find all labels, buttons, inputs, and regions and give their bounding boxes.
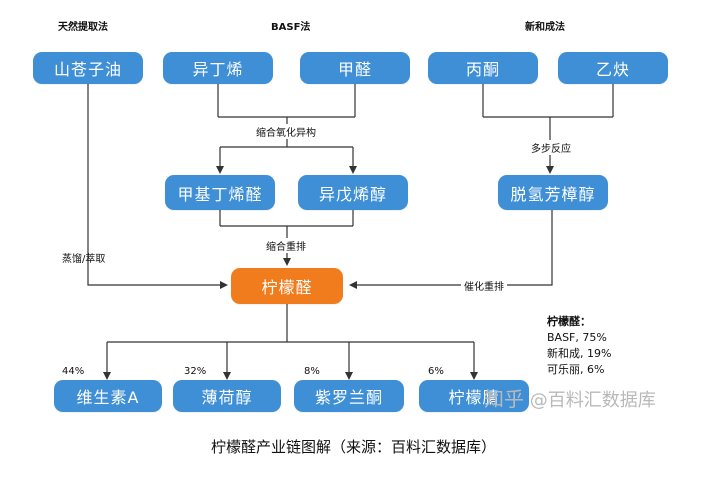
market-share-legend: 柠檬醛： BASF, 75% 新和成, 19% 可乐丽, 6%: [547, 314, 611, 378]
watermark-account: @百料汇数据库: [529, 390, 656, 411]
watermark-platform: 知乎: [484, 387, 524, 411]
watermark: 知乎 @百料汇数据库: [484, 383, 656, 412]
node-formaldehyde: 甲醛: [300, 52, 410, 84]
label-distillation-extraction: 蒸馏/萃取: [62, 254, 106, 265]
node-litsea-oil: 山苍子油: [33, 52, 143, 84]
figure-caption: 柠檬醛产业链图解（来源：百料汇数据库）: [210, 438, 496, 456]
share-vitamin-a: 44%: [62, 366, 85, 377]
node-citronella: 柠檬腈: [419, 380, 529, 412]
label-multi-step-reaction: 多步反应: [528, 140, 574, 155]
share-ionone: 8%: [304, 366, 320, 377]
node-acetone: 丙酮: [428, 52, 538, 84]
header-xinhecheng-method: 新和成法: [525, 22, 565, 33]
label-condensation-rearrangement: 缩合重排: [263, 238, 309, 253]
market-share-line: 可乐丽, 6%: [547, 363, 605, 376]
node-isobutylene: 异丁烯: [163, 52, 273, 84]
header-natural-extraction: 天然提取法: [58, 22, 108, 33]
node-methylbutenal: 甲基丁烯醛: [165, 175, 275, 210]
edge-litsea-to-citral: [87, 84, 228, 289]
edge-dehydrolinalool-to-citral: [349, 210, 553, 289]
market-share-title: 柠檬醛：: [547, 315, 591, 328]
market-share-line: BASF, 75%: [547, 331, 607, 344]
label-condensation-isomerization: 缩合氧化异构: [253, 124, 319, 139]
node-acetylene: 乙炔: [558, 52, 668, 84]
label-catalytic-rearrangement: 催化重排: [461, 278, 507, 293]
node-vitamin-a: 维生素A: [54, 380, 162, 412]
node-menthol: 薄荷醇: [173, 380, 281, 412]
share-menthol: 32%: [184, 366, 207, 377]
node-ionone: 紫罗兰酮: [294, 380, 404, 412]
node-isopentenol: 异戊烯醇: [298, 175, 408, 210]
header-basf-method: BASF法: [271, 22, 311, 33]
node-citral: 柠檬醛: [231, 268, 343, 304]
market-share-line: 新和成, 19%: [547, 347, 612, 360]
share-citronella: 6%: [428, 366, 444, 377]
node-dehydrolinalool: 脱氢芳樟醇: [498, 175, 608, 210]
